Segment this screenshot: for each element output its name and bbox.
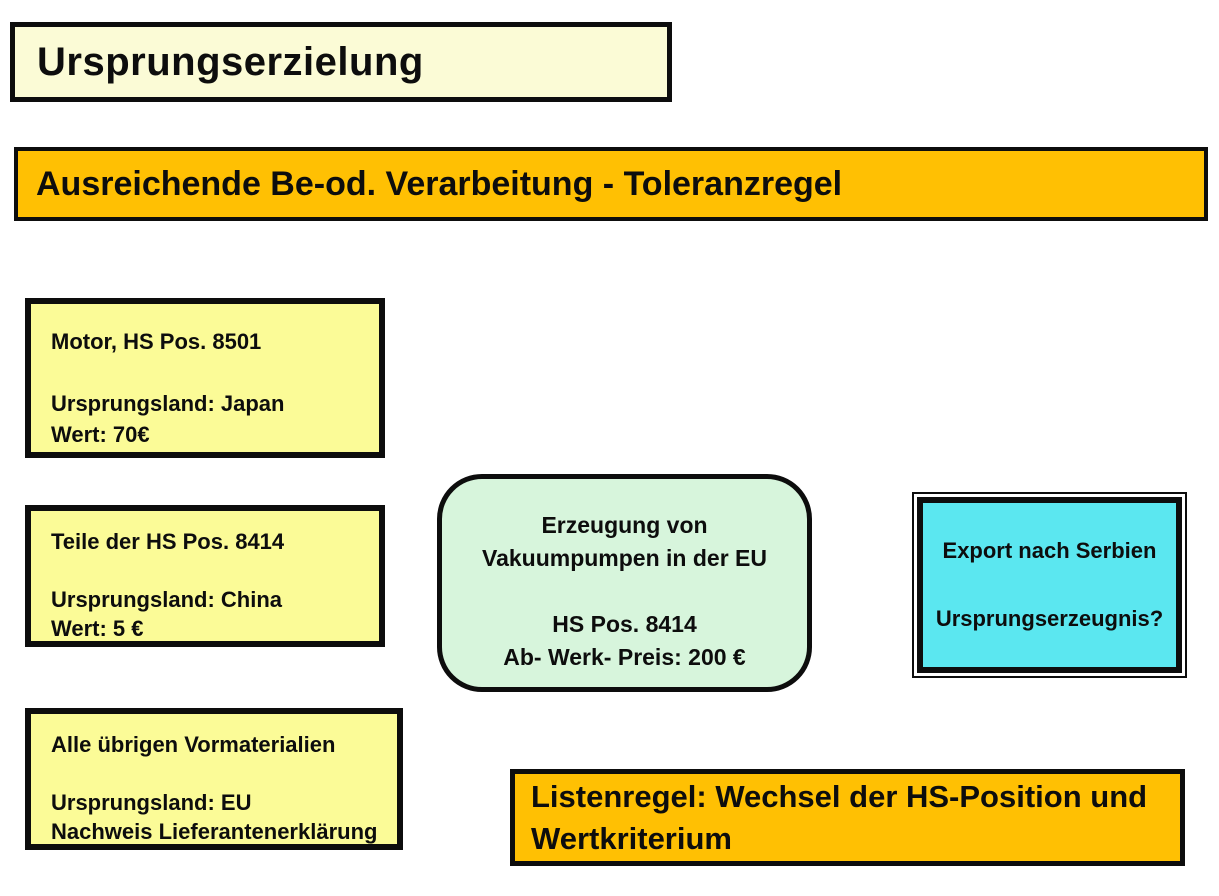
export-box-text: Export nach Serbien Ursprungserzeugnis? — [917, 497, 1182, 673]
export-box: Export nach Serbien Ursprungserzeugnis? — [912, 492, 1187, 678]
material-box-vormaterialien: Alle übrigen Vormaterialien Ursprungslan… — [25, 708, 403, 850]
title-text: Ursprungserzielung — [37, 39, 424, 84]
material-box-motor: Motor, HS Pos. 8501 Ursprungsland: Japan… — [25, 298, 385, 458]
process-box-vakuumpumpen: Erzeugung von Vakuumpumpen in der EU HS … — [437, 474, 812, 692]
rule-box: Listenregel: Wechsel der HS-Position und… — [510, 769, 1185, 866]
rule-box-text: Listenregel: Wechsel der HS-Position und… — [531, 778, 1148, 856]
section-banner-text: Ausreichende Be-od. Verarbeitung - Toler… — [36, 164, 843, 203]
title-box: Ursprungserzielung — [10, 22, 672, 102]
section-banner: Ausreichende Be-od. Verarbeitung - Toler… — [14, 147, 1208, 221]
material-box-teile: Teile der HS Pos. 8414 Ursprungsland: Ch… — [25, 505, 385, 647]
